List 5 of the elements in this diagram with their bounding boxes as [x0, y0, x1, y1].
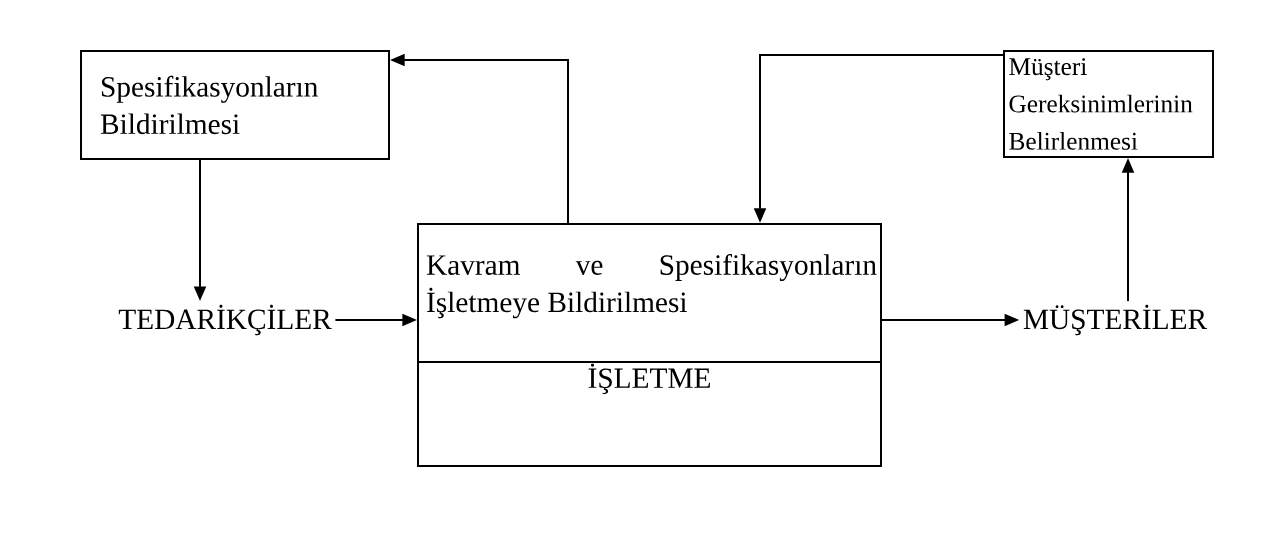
stakeholder-label: MÜŞTERİLER	[1023, 304, 1208, 336]
process-box: Spesifikasyonların Bildirilmesi	[80, 50, 390, 160]
process-box: Kavram ve Spesifikasyonların İşletmeye Bildirilmesi İŞLETME	[416, 223, 882, 467]
process-box: Müşteri Gereksinimlerinin Belirlenmesi	[1003, 50, 1214, 158]
stakeholder-label: TEDARİKÇİLER	[118, 304, 332, 336]
